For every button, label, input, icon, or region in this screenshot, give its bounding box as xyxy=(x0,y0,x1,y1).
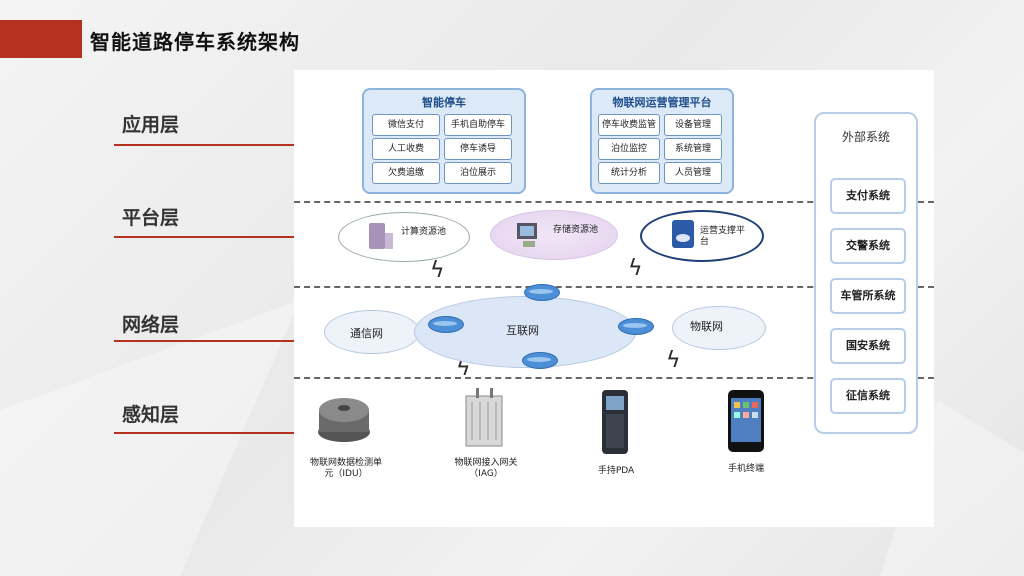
cloud-communication-network xyxy=(324,310,420,354)
platform-node-storage: 存储资源池 xyxy=(490,210,618,260)
handheld-pda-icon xyxy=(602,390,628,454)
app-item: 微信支付 xyxy=(372,114,440,136)
external-system-item: 国安系统 xyxy=(830,328,906,364)
app-item: 手机自助停车 xyxy=(444,114,512,136)
layer-label-sensing: 感知层 xyxy=(122,404,180,426)
wireless-link-icon: ϟ xyxy=(666,348,681,373)
layer-underline xyxy=(114,432,324,434)
device-label: 物联网接入网关（IAG） xyxy=(454,458,518,479)
external-system-item: 车管所系统 xyxy=(830,278,906,314)
device-label: 物联网数据检测单元（IDU） xyxy=(309,458,382,479)
app-item: 停车诱导 xyxy=(444,138,512,160)
gateway-icon xyxy=(465,388,503,447)
app-item: 设备管理 xyxy=(664,114,722,136)
layer-underline xyxy=(114,236,324,238)
platform-node-label: 存储资源池 xyxy=(553,225,599,235)
app-group-title: 智能停车 xyxy=(422,96,466,109)
app-item: 欠费追缴 xyxy=(372,162,440,184)
device-label: 手持PDA xyxy=(597,466,635,476)
sensor-puck-icon xyxy=(318,398,370,442)
external-systems-panel: 外部系统 支付系统 交警系统 车管所系统 国安系统 征信系统 xyxy=(814,112,918,434)
external-system-item: 交警系统 xyxy=(830,228,906,264)
app-item: 统计分析 xyxy=(598,162,660,184)
slide-title: 智能道路停车系统架构 xyxy=(90,30,300,54)
platform-node-label: 运营支撑平台 xyxy=(700,226,746,247)
app-group-smart-parking: 智能停车 微信支付 手机自助停车 人工收费 停车诱导 欠费追缴 泊位展示 xyxy=(362,88,526,194)
layer-divider xyxy=(294,286,934,288)
layer-label-platform: 平台层 xyxy=(122,207,180,229)
app-group-title: 物联网运营管理平台 xyxy=(612,96,712,109)
smartphone-icon xyxy=(728,390,764,452)
router-icon xyxy=(428,316,464,333)
app-item: 泊位展示 xyxy=(444,162,512,184)
cloud-label: 通信网 xyxy=(350,327,383,340)
layer-label-application: 应用层 xyxy=(122,114,180,136)
router-icon xyxy=(524,284,560,301)
layer-label-network: 网络层 xyxy=(122,314,180,336)
router-icon xyxy=(618,318,654,335)
device-label: 手机终端 xyxy=(727,464,764,474)
app-item: 人工收费 xyxy=(372,138,440,160)
title-accent-bar xyxy=(0,20,82,58)
layer-underline xyxy=(114,144,324,146)
app-item: 停车收费监管 xyxy=(598,114,660,136)
app-item: 系统管理 xyxy=(664,138,722,160)
wireless-link-icon: ϟ xyxy=(628,256,643,281)
computer-icon xyxy=(517,223,537,247)
platform-node-operations: 运营支撑平台 xyxy=(640,210,764,262)
server-icon xyxy=(369,223,393,249)
cloud-label: 物联网 xyxy=(690,320,723,333)
platform-node-compute: 计算资源池 xyxy=(338,212,470,262)
external-system-item: 征信系统 xyxy=(830,378,906,414)
router-icon xyxy=(522,352,558,369)
app-item: 泊位监控 xyxy=(598,138,660,160)
architecture-diagram: 智能停车 微信支付 手机自助停车 人工收费 停车诱导 欠费追缴 泊位展示 物联网… xyxy=(294,70,934,527)
platform-node-label: 计算资源池 xyxy=(401,227,447,237)
cloud-iot-network xyxy=(672,306,766,350)
layer-divider xyxy=(294,377,934,379)
external-systems-title: 外部系统 xyxy=(841,130,890,144)
layer-divider xyxy=(294,201,934,203)
external-system-item: 支付系统 xyxy=(830,178,906,214)
database-server-icon xyxy=(672,220,694,248)
layer-underline xyxy=(114,340,324,342)
cloud-label: 互联网 xyxy=(506,324,539,337)
app-item: 人员管理 xyxy=(664,162,722,184)
app-group-iot-platform: 物联网运营管理平台 停车收费监管 设备管理 泊位监控 系统管理 统计分析 人员管… xyxy=(590,88,734,194)
wireless-link-icon: ϟ xyxy=(430,258,445,283)
